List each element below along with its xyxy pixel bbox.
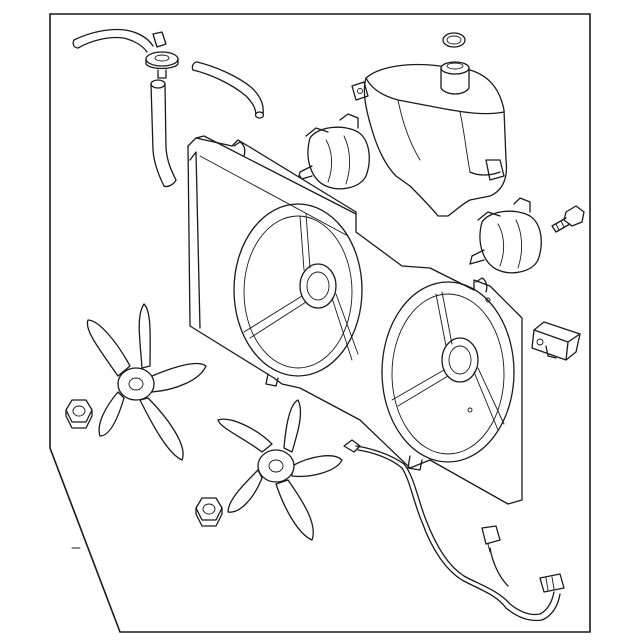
fan-shroud [187,135,523,505]
fan-motor-left [297,113,370,190]
fan-motor-right [469,197,542,274]
fan-blade-right [217,399,343,541]
coolant-hose-short [191,61,265,119]
fan-blade-left [86,303,207,461]
o-ring [442,32,466,48]
mounting-bolt [551,205,585,233]
coolant-reservoir [351,61,508,217]
coolant-hose-vertical [150,79,177,188]
wiring-harness [343,439,565,622]
nut-left [65,399,93,429]
reservoir-cap [145,51,179,79]
coolant-hose-upper [72,28,167,53]
nut-right [195,497,223,527]
resistor [531,321,581,361]
